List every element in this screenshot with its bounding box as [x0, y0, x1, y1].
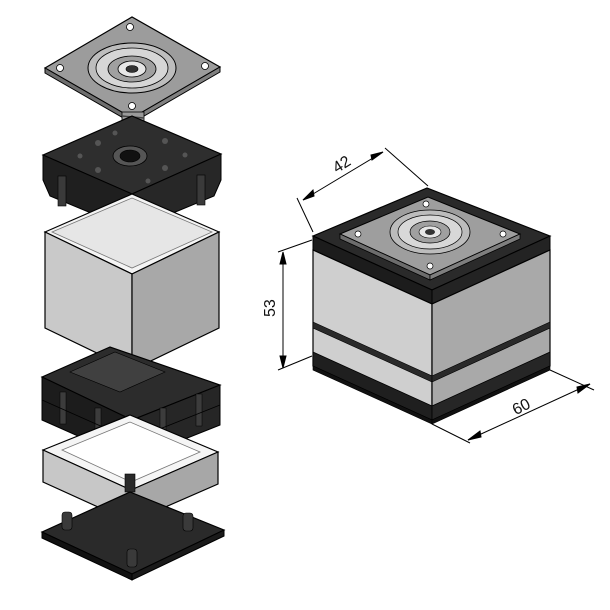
- assembled-view: [311, 187, 552, 425]
- mounting-plate-top: [43, 16, 222, 124]
- outer-shell: [43, 193, 221, 371]
- exploded-view: [40, 16, 226, 581]
- base-plate: [40, 491, 226, 581]
- dimension-lines: [277, 147, 595, 444]
- dimension-height-label: 53: [262, 299, 279, 317]
- dimension-top-width-label: 42: [330, 153, 354, 177]
- dimension-base-width-label: 60: [510, 396, 534, 419]
